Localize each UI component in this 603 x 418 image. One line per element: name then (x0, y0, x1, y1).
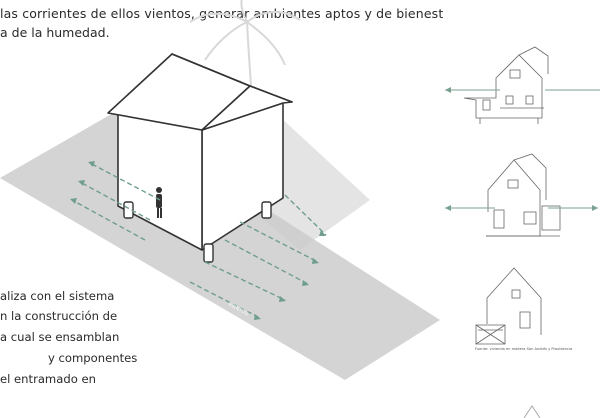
partial-roof-icon (523, 405, 541, 418)
elevation-3 (475, 267, 542, 345)
paragraph-line-4: y componentes (48, 351, 138, 365)
house-drawing (107, 53, 293, 251)
wind-arrows-upper (71, 162, 161, 241)
house-stilts (123, 201, 272, 263)
body-text-line-2: a de la humedad. (0, 25, 110, 40)
paragraph-line-3: a cual se ensamblan (0, 330, 120, 344)
paragraph-line-1: aliza con el sistema (0, 289, 115, 303)
wind-arrowheads-upper (70, 161, 95, 204)
paragraph-line-5: el entramado en (0, 372, 96, 386)
elevation-2 (486, 153, 561, 237)
wind-arrowheads-lower (254, 230, 326, 320)
paragraph-line-2: n la construcción de (0, 309, 118, 323)
figure-caption: Fuente: vivienda en madera San Andrés y … (475, 347, 573, 351)
ground-plane (0, 112, 440, 380)
elevation-arrowheads (445, 87, 598, 211)
elevation-wind-arrows (445, 89, 600, 209)
wind-arrows-lower (189, 194, 327, 319)
elevation-1 (463, 46, 549, 124)
person-figure (156, 187, 162, 218)
